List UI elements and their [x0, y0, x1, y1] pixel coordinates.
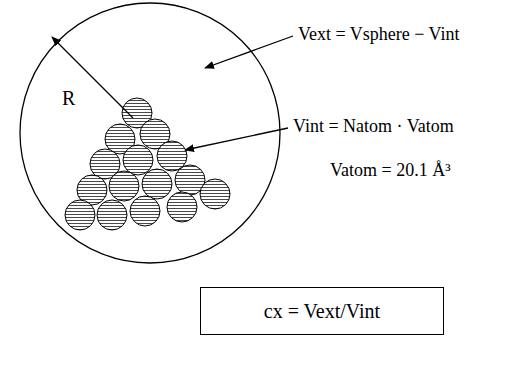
equation-label: Vint = Natom · Vatom [293, 116, 454, 138]
leader-arrow [205, 36, 293, 68]
equation-label: Vatom = 20.1 Å³ [330, 160, 451, 182]
atom-cluster [65, 98, 230, 230]
formula-box: cx = Vext/Vint [200, 287, 444, 335]
radius-label: R [62, 86, 75, 110]
leader-arrow [185, 128, 288, 150]
sphere-outline [20, 3, 280, 263]
radius-arrow [52, 37, 133, 118]
formula-text: cx = Vext/Vint [264, 300, 380, 323]
equation-label: Vext = Vsphere − Vint [298, 24, 460, 46]
